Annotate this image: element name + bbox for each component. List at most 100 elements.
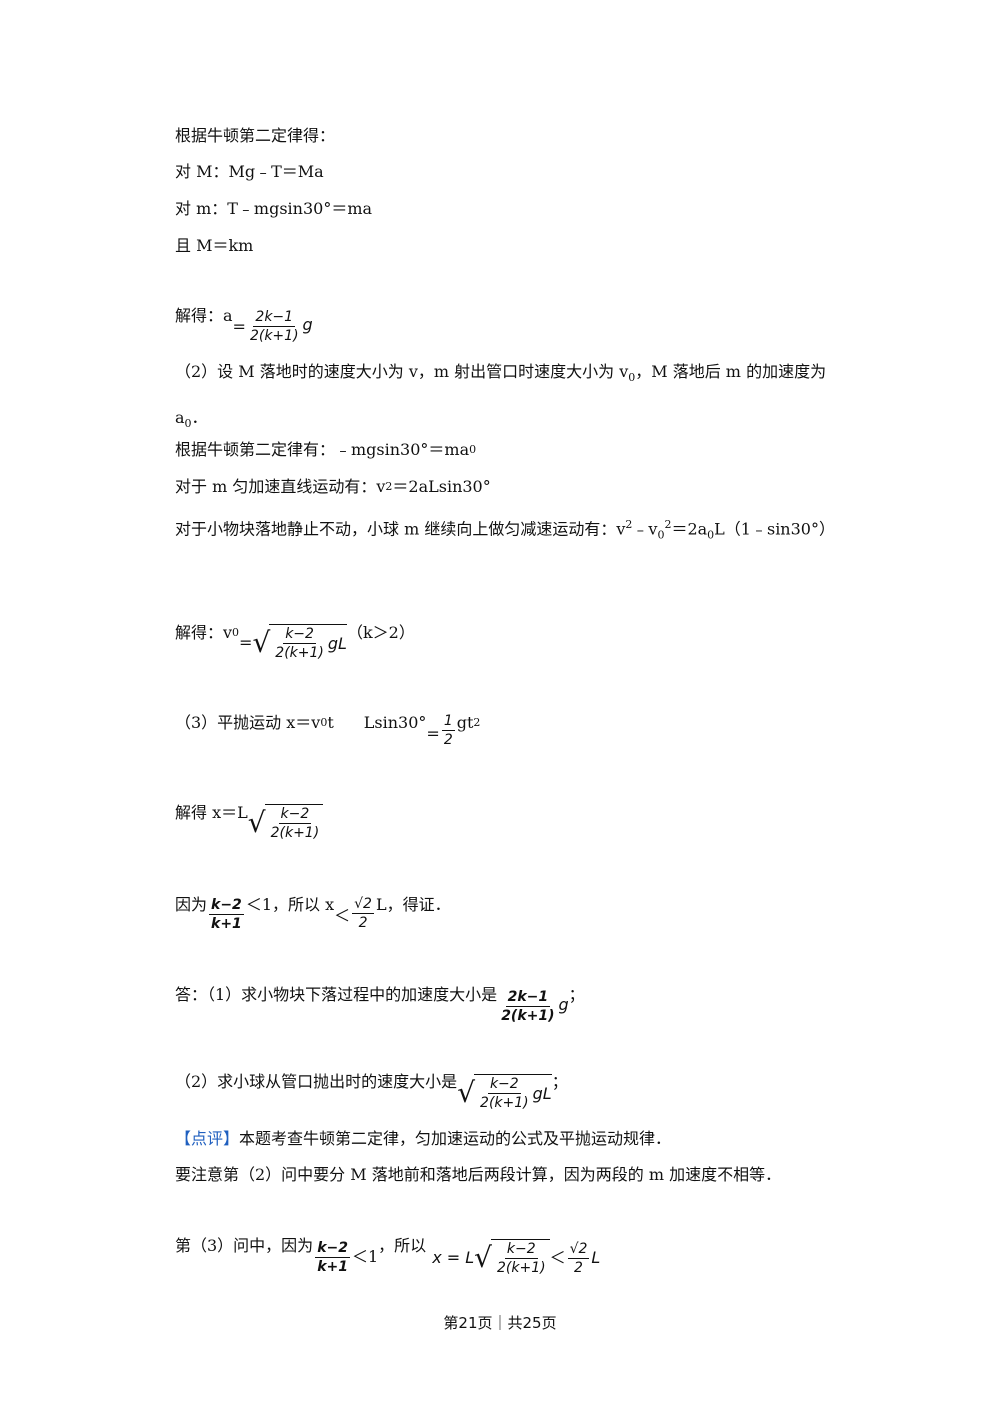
text: Lsin30° <box>363 712 427 732</box>
subscript: 0 <box>707 528 715 542</box>
square-root: √ k−2 2(k+1) <box>247 804 324 842</box>
text: 对于 m 匀加速直线运动有：v <box>175 477 386 496</box>
subscript: 0 <box>657 528 665 542</box>
fraction: k−2 2(k+1) <box>273 625 326 662</box>
symbol: gL <box>532 1083 552 1103</box>
text: L（1﹣sin30°） <box>714 519 835 539</box>
text: （2）设 M 落地时的速度大小为 v，m 射出管口时速度大小为 v <box>175 362 629 381</box>
text: ； <box>568 984 585 1004</box>
text: ，M 落地后 m 的加速度为 a <box>175 362 827 428</box>
equals-sign: = <box>239 633 253 652</box>
text: 因为 <box>175 894 208 914</box>
denominator: 2(k+1) <box>270 825 320 841</box>
numerator: k−2 <box>315 1239 350 1258</box>
equals-sign: = <box>232 316 246 336</box>
denominator: 2(k+1) <box>497 1260 546 1276</box>
fraction: 2k−1 2(k+1) <box>248 308 301 345</box>
fraction: k−2 k+1 <box>209 896 244 933</box>
fraction: k−2 2(k+1) <box>269 805 322 842</box>
subscript: 0 <box>232 626 240 639</box>
numerator: 1 <box>441 713 455 731</box>
subscript: 0 <box>320 715 328 729</box>
page-footer: 第21页｜共25页 <box>443 1314 557 1332</box>
denominator: 2(k+1) <box>249 328 299 344</box>
numerator: √2 <box>352 896 374 914</box>
text: ，所以 <box>378 1236 427 1255</box>
text-line: 要注意第（2）问中要分 M 落地前和落地后两段计算，因为两段的 m 加速度不相等… <box>175 1165 781 1185</box>
text: 对 m：T﹣mgsin30°＝ma <box>175 199 373 218</box>
equation-a: 解得：a = 2k−1 2(k+1) g <box>175 286 313 345</box>
subscript: 0 <box>184 417 192 431</box>
text: ； <box>551 1072 568 1091</box>
symbol: x = L <box>432 1248 475 1267</box>
denominator: 2 <box>358 915 368 931</box>
text: ＝2a <box>671 519 708 539</box>
fraction: 1 2 <box>441 712 455 749</box>
answer-2: （2）求小球从管口抛出时的速度大小是 √ k−2 2(k+1) gL ； <box>175 1052 568 1112</box>
radical-icon: √ <box>252 626 271 659</box>
superscript: 2 <box>625 518 633 531</box>
radical-icon: √ <box>247 806 266 839</box>
denominator: 2(k+1) <box>275 645 324 661</box>
subscript: 0 <box>469 443 477 456</box>
superscript: 2 <box>385 480 393 493</box>
comment-tag: 【点评】 <box>175 1129 240 1148</box>
text: L，得证． <box>375 894 451 914</box>
superscript: 2 <box>473 715 481 729</box>
subscript: 0 <box>628 371 636 385</box>
denominator: 2(k+1) <box>480 1095 529 1111</box>
text: 且 M＝km <box>175 236 254 255</box>
text: 解得：a <box>175 305 233 325</box>
equation-proof: 因为 k−2 k+1 ＜1，所以 x ＜ √2 2 L，得证． <box>175 876 451 933</box>
numerator: k−2 <box>283 626 316 644</box>
text: （k＞2） <box>346 623 415 642</box>
square-root: √ k−2 2(k+1) gL <box>457 1074 552 1112</box>
symbol: L <box>591 1248 601 1267</box>
text: 对 M：Mg﹣T＝Ma <box>175 162 324 181</box>
less-than-sign: ＜ <box>334 905 351 925</box>
equation-x: 解得 x＝L √ k−2 2(k+1) <box>175 784 324 842</box>
numerator: 2k−1 <box>505 989 551 1007</box>
note-line: 第（3）问中，因为 k−2 k+1 ＜1 ，所以 x = L √ k−2 2(k… <box>175 1215 600 1277</box>
paragraph: （2）设 M 落地时的速度大小为 v，m 射出管口时速度大小为 v0，M 落地后… <box>175 352 855 444</box>
answer-1: 答：（1）求小物块下落过程中的加速度大小是 2k−1 2(k+1) g ； <box>175 964 585 1025</box>
text: 根据牛顿第二定律得： <box>175 126 336 145</box>
numerator: k−2 <box>278 806 312 824</box>
denominator: 2(k+1) <box>501 1008 555 1024</box>
text: 答：（1）求小物块下落过程中的加速度大小是 <box>175 984 498 1004</box>
numerator: √2 <box>567 1240 590 1259</box>
text: gt <box>456 712 474 732</box>
fraction: √2 2 <box>567 1240 590 1277</box>
text: 第（3）问中，因为 <box>175 1236 314 1255</box>
radical-icon: √ <box>457 1076 476 1109</box>
text-line: 根据牛顿第二定律得： <box>175 126 335 146</box>
denominator: k+1 <box>211 916 242 932</box>
text: ﹣v <box>632 519 658 539</box>
text: ＜1 <box>351 1247 379 1266</box>
radical-icon: √ <box>474 1241 492 1274</box>
text: （3）平抛运动 x＝v <box>175 712 321 732</box>
symbol: gL <box>327 633 347 653</box>
fraction: k−2 k+1 <box>315 1239 350 1276</box>
radicand: k−2 2(k+1) gL <box>269 624 347 662</box>
square-root: √ k−2 2(k+1) gL <box>252 624 347 662</box>
text-line: 对 M：Mg﹣T＝Ma <box>175 162 324 182</box>
symbol: g <box>302 314 313 334</box>
text-line: 且 M＝km <box>175 236 253 256</box>
radicand: k−2 2(k+1) <box>264 804 324 842</box>
numerator: k−2 <box>504 1241 538 1259</box>
text: 本题考查牛顿第二定律，匀加速运动的公式及平抛运动规律． <box>239 1129 672 1148</box>
radicand: k−2 2(k+1) gL <box>474 1074 552 1112</box>
denominator: 2 <box>443 732 453 748</box>
denominator: 2 <box>574 1259 583 1276</box>
comment-line: 【点评】本题考查牛顿第二定律，匀加速运动的公式及平抛运动规律． <box>175 1129 671 1149</box>
text: 要注意第（2）问中要分 M 落地前和落地后两段计算，因为两段的 m 加速度不相等… <box>175 1165 782 1184</box>
numerator: k−2 <box>209 897 244 915</box>
text: t <box>327 712 334 732</box>
text: ． <box>191 408 208 428</box>
text: ＝2aLsin30° <box>392 477 491 496</box>
